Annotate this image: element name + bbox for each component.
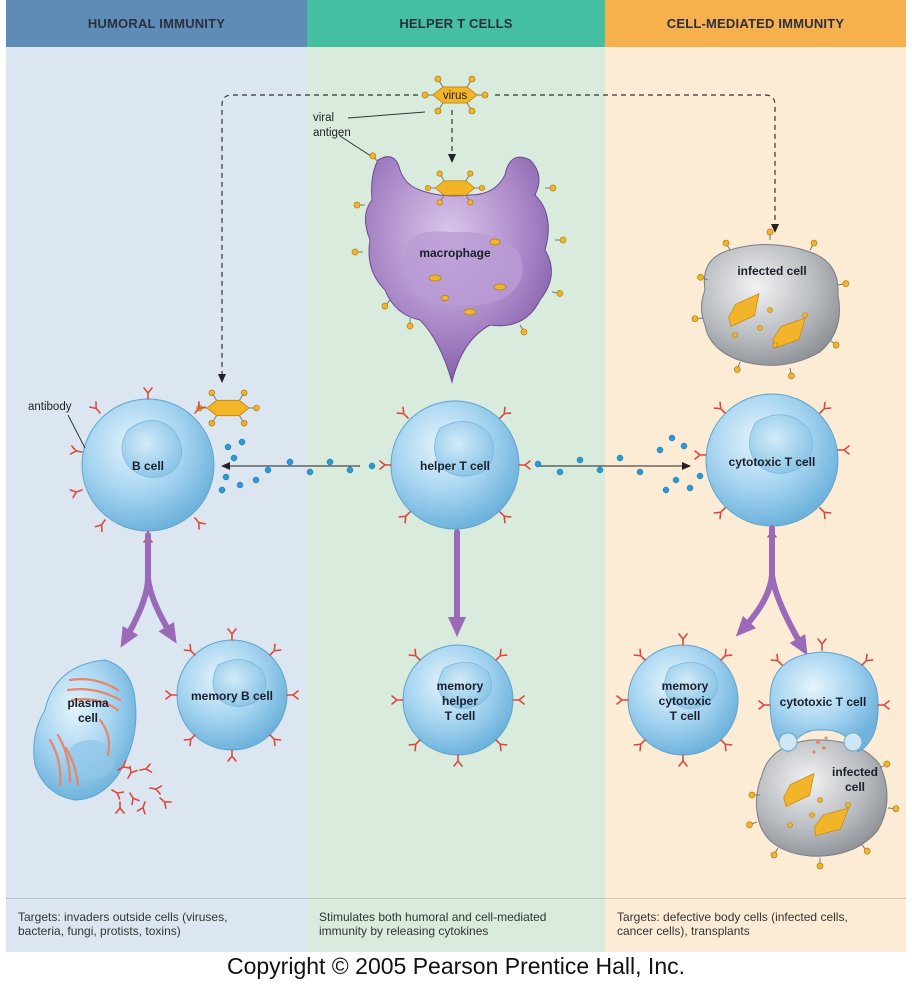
memory-b-cell-label: memory B cell	[191, 689, 273, 703]
antibody-leader	[67, 414, 86, 449]
memory-helper-t-cell	[391, 644, 525, 767]
infected-cell-bottom-label-line2: cell	[845, 780, 865, 794]
helper-t-cell	[379, 400, 531, 530]
b-cell-label: B cell	[132, 459, 164, 473]
cell-mediated-footer: Targets: defective body cells (infected …	[605, 898, 906, 952]
infected-cell	[691, 228, 850, 380]
helper-t-cell-label: helper T cell	[420, 459, 490, 473]
antigen-leader	[339, 135, 375, 159]
macrophage-label: macrophage	[419, 246, 491, 260]
humoral-footer-line2: bacteria, fungi, protists, toxins)	[18, 924, 181, 938]
helper-footer: Stimulates both humoral and cell-mediate…	[307, 898, 605, 952]
cell-mediated-header: CELL-MEDIATED IMMUNITY	[605, 0, 906, 47]
viral-antigen-leader	[347, 111, 426, 119]
differentiation-arrows	[120, 525, 808, 656]
helper-header: HELPER T CELLS	[307, 0, 605, 47]
cytotoxic-t-cell-bottom-label: cytotoxic T cell	[780, 695, 867, 709]
plasma-cell-label-line2: cell	[78, 711, 98, 725]
b-cell	[69, 387, 215, 543]
helper-footer-line2: immunity by releasing cytokines	[319, 924, 489, 938]
humoral-footer-line1: Targets: invaders outside cells (viruses…	[18, 910, 228, 924]
plasma-cell	[33, 659, 172, 815]
memory-cytotoxic-label-line3: T cell	[670, 709, 701, 723]
cytokine-dots	[218, 434, 704, 494]
memory-cytotoxic-label-line2: cytotoxic	[659, 694, 712, 708]
memory-helper-label-line1: memory	[437, 679, 484, 693]
plasma-cell-label-line1: plasma	[67, 696, 109, 710]
memory-cytotoxic-t-cell	[616, 633, 739, 767]
infected-cell-bottom-label-line1: infected	[832, 765, 878, 779]
viral-antigen-label-line1: viral	[313, 112, 334, 124]
cell-mediated-footer-line1: Targets: defective body cells (infected …	[617, 910, 848, 924]
humoral-footer: Targets: invaders outside cells (viruses…	[6, 898, 307, 952]
infected-cell-bottom	[745, 739, 900, 870]
infected-cell-label: infected cell	[737, 264, 806, 278]
virus-label: virus	[443, 90, 468, 102]
humoral-header: HUMORAL IMMUNITY	[6, 0, 307, 47]
virus-dashed-paths	[218, 94, 779, 383]
antibody-label: antibody	[28, 401, 72, 413]
helper-footer-line1: Stimulates both humoral and cell-mediate…	[319, 910, 547, 924]
virus-on-b-cell	[196, 389, 260, 427]
cytotoxic-t-cell-bottom	[758, 638, 890, 754]
memory-cytotoxic-label-line1: memory	[662, 679, 709, 693]
copyright-notice: Copyright © 2005 Pearson Prentice Hall, …	[226, 953, 685, 979]
memory-helper-label-line2: helper	[442, 694, 478, 708]
memory-helper-label-line3: T cell	[445, 709, 476, 723]
memory-b-cell	[165, 628, 299, 762]
viral-antigen-label-line2: antigen	[313, 127, 351, 139]
macrophage	[351, 151, 567, 384]
cytotoxic-t-cell-label: cytotoxic T cell	[729, 455, 816, 469]
cell-mediated-footer-line2: cancer cells), transplants	[617, 924, 750, 938]
immune-response-diagram: virus viral antigen macrophage	[28, 75, 900, 870]
